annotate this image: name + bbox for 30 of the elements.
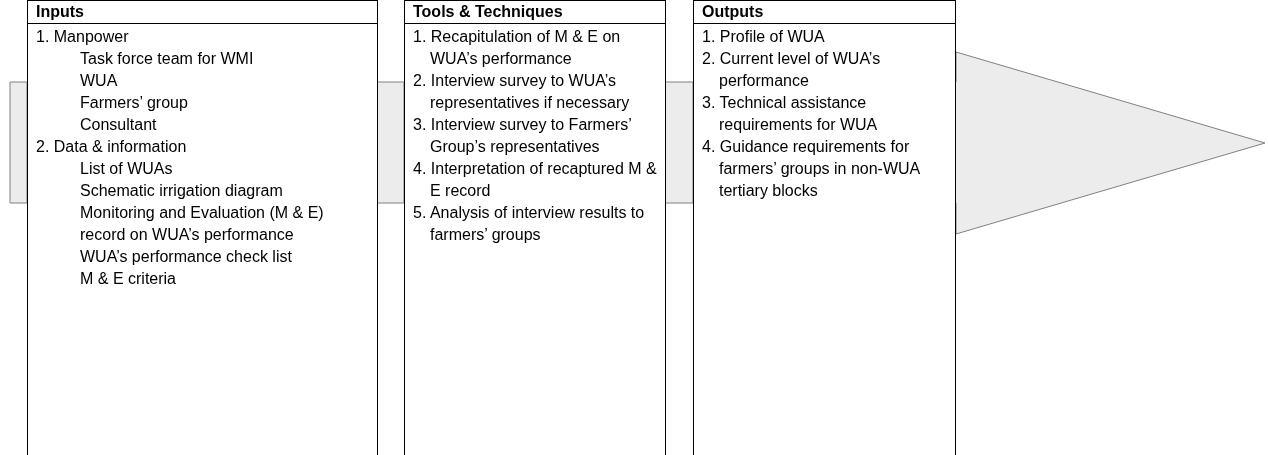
list-item: 1. Manpower [35, 27, 130, 47]
process-box [404, 0, 666, 455]
arrow-band [9, 81, 28, 204]
sub-item: Schematic irrigation diagram [79, 181, 284, 201]
sub-item: List of WUAs [79, 159, 174, 179]
sub-item: Farmers’ group [79, 93, 189, 113]
sub-item: M & E criteria [79, 269, 177, 289]
arrow-band [665, 81, 694, 204]
list-item: 4. Guidance requirements for farmers’ groups in non-WUA tertiary blocks [701, 137, 921, 201]
block-arrow [955, 51, 1266, 235]
process-box [693, 0, 956, 455]
list-item: 1. Profile of WUA [701, 27, 826, 47]
list-item: 4. Interpretation of recaptured M & E record [412, 159, 658, 201]
list-item: 1. Recapitulation of M & E on WUA’s performance [412, 27, 622, 69]
column-heading: Tools & Techniques [405, 1, 665, 24]
sub-item: WUA’s performance check list [79, 247, 293, 267]
column-heading: Inputs [28, 1, 377, 24]
list-item: 2. Data & information [35, 137, 188, 157]
list-item: 5. Analysis of interview results to farmers’ groups [412, 203, 646, 245]
sub-item: WUA [79, 71, 119, 91]
sub-item: Consultant [79, 115, 158, 135]
list-item: 2. Interview survey to WUA’s representatives if necessary [412, 71, 631, 113]
list-item: 2. Current level of WUA’s performance [701, 49, 882, 91]
list-item: 3. Interview survey to Farmers’ Group’s representatives [412, 115, 633, 157]
list-item: 3. Technical assistance requirements for WUA [701, 93, 879, 135]
arrow-band [377, 81, 405, 204]
process-box [27, 0, 378, 455]
sub-item: Task force team for WMI [79, 49, 255, 69]
column-heading: Outputs [694, 1, 955, 24]
sub-item: Monitoring and Evaluation (M & E) record on WUA’s performance [79, 203, 325, 245]
